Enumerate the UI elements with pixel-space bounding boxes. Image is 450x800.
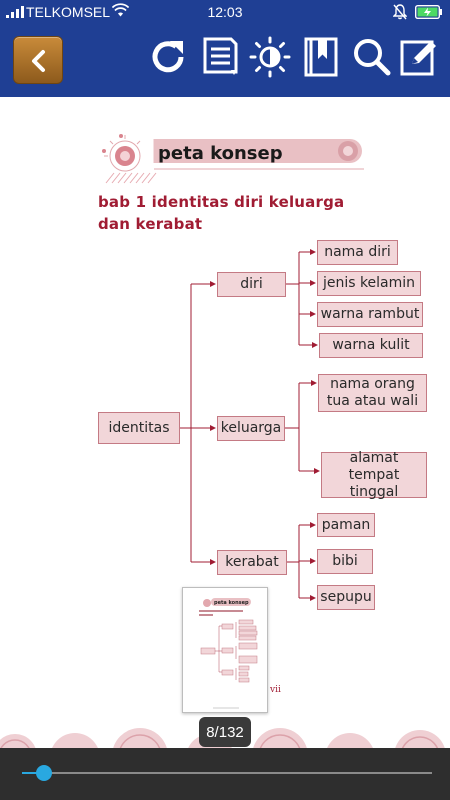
node-nama-orang-tua: nama orang tua atau wali <box>318 374 427 412</box>
thumbnail-title: peta konsep <box>214 600 249 606</box>
page-navigator-bar <box>0 748 450 800</box>
search-icon[interactable] <box>350 34 392 80</box>
wifi-icon <box>112 3 129 17</box>
status-time: 12:03 <box>207 4 243 20</box>
battery-charging-icon <box>415 5 442 19</box>
bookmark-icon[interactable] <box>301 34 343 80</box>
page-indicator: 8/132 <box>199 717 251 747</box>
node-warna-kulit: warna kulit <box>319 333 423 358</box>
node-kerabat: kerabat <box>217 550 287 575</box>
node-diri: diri <box>217 272 286 297</box>
carrier-name: TELKOMSEL <box>26 4 111 20</box>
node-bibi: bibi <box>317 549 373 574</box>
node-alamat-tempat-tinggal: alamat tempat tinggal <box>321 450 427 500</box>
page-slider-fill <box>22 772 44 774</box>
thumbnail-miniature: peta konsep <box>199 598 258 709</box>
concept-map-title: peta konsep <box>158 143 283 164</box>
refresh-icon[interactable] <box>148 34 190 80</box>
chapter-title: bab 1 identitas diri keluarga dan keraba… <box>98 193 345 233</box>
book-page[interactable]: peta konsep bab 1 identitas diri keluarg… <box>0 97 450 737</box>
brightness-icon[interactable] <box>249 34 291 80</box>
node-warna-rambut: warna rambut <box>317 302 423 327</box>
back-button[interactable] <box>13 36 63 84</box>
notification-muted-icon <box>393 4 407 20</box>
title-banner-decoration <box>102 134 364 184</box>
node-identitas: identitas <box>98 412 180 444</box>
node-keluarga: keluarga <box>217 416 285 441</box>
signal-icon <box>6 6 24 18</box>
page-thumbnail-preview[interactable]: peta konsep <box>182 587 268 713</box>
node-jenis-kelamin: jenis kelamin <box>317 271 421 296</box>
table-of-contents-icon[interactable] <box>200 34 242 80</box>
concept-map-connectors <box>180 249 320 601</box>
reader-toolbar <box>0 24 450 97</box>
node-paman: paman <box>317 513 375 537</box>
page-slider-thumb[interactable] <box>36 765 52 781</box>
node-sepupu: sepupu <box>317 585 375 610</box>
node-nama-diri: nama diri <box>317 240 398 265</box>
page-number-roman: vii <box>270 685 281 695</box>
status-bar: TELKOMSEL 12:03 <box>0 0 450 24</box>
back-icon <box>32 50 45 72</box>
page-slider-track[interactable] <box>22 772 432 774</box>
edit-note-icon[interactable] <box>398 34 440 80</box>
